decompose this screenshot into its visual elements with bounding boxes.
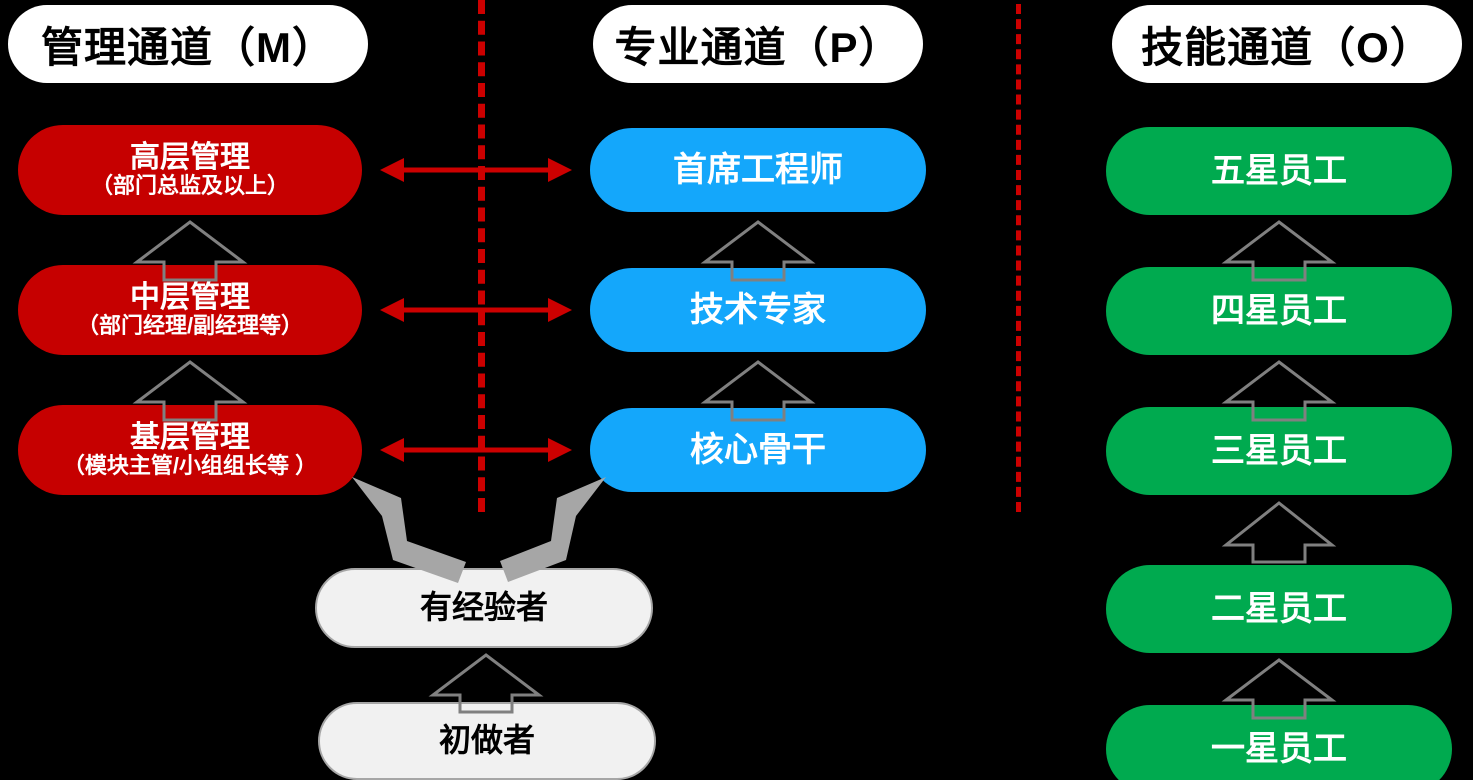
double-headed-horizontal-arrow-icon [380, 158, 572, 182]
node-entry-experienced[interactable]: 有经验者 [315, 568, 653, 648]
node-title: 三星员工 [1211, 431, 1347, 470]
header-skill-label: 技能通道（O） [1141, 23, 1433, 71]
header-management-label: 管理通道（M） [41, 23, 335, 71]
node-title: 技术专家 [690, 290, 826, 329]
up-arrow-icon [1221, 501, 1337, 564]
node-title: 四星员工 [1211, 291, 1347, 330]
node-title: 中层管理 [130, 280, 250, 314]
node-professional-tech-expert[interactable]: 技术专家 [590, 268, 926, 352]
node-title: 五星员工 [1211, 151, 1347, 190]
node-title: 核心骨干 [690, 430, 826, 469]
node-professional-core-backbone[interactable]: 核心骨干 [590, 408, 926, 492]
node-title: 初做者 [438, 722, 535, 759]
node-professional-chief-engineer[interactable]: 首席工程师 [590, 128, 926, 212]
node-skill-three-star[interactable]: 三星员工 [1106, 407, 1452, 495]
double-headed-horizontal-arrow-icon [380, 438, 572, 462]
node-skill-five-star[interactable]: 五星员工 [1106, 127, 1452, 215]
node-title: 一星员工 [1211, 729, 1347, 768]
node-title: 有经验者 [419, 589, 548, 626]
header-management-track: 管理通道（M） [8, 5, 368, 83]
node-management-junior[interactable]: 基层管理 （模块主管/小组组长等 ） [18, 405, 362, 495]
node-title: 二星员工 [1211, 589, 1347, 628]
diagonal-arrow-icon [500, 477, 606, 582]
divider-professional-skill [1016, 4, 1021, 512]
node-subtitle: （部门经理/副经理等） [76, 313, 304, 339]
node-skill-four-star[interactable]: 四星员工 [1106, 267, 1452, 355]
node-title: 首席工程师 [673, 150, 843, 189]
header-professional-label: 专业通道（P） [614, 23, 902, 71]
node-subtitle: （模块主管/小组组长等 ） [62, 453, 318, 479]
header-professional-track: 专业通道（P） [593, 5, 923, 83]
node-title: 高层管理 [130, 140, 250, 174]
node-entry-beginner[interactable]: 初做者 [318, 702, 656, 780]
node-management-middle[interactable]: 中层管理 （部门经理/副经理等） [18, 265, 362, 355]
node-subtitle: （部门总监及以上） [90, 173, 289, 199]
node-title: 基层管理 [130, 420, 250, 454]
node-management-senior[interactable]: 高层管理 （部门总监及以上） [18, 125, 362, 215]
header-skill-track: 技能通道（O） [1112, 5, 1462, 83]
divider-management-professional [478, 0, 485, 512]
node-skill-two-star[interactable]: 二星员工 [1106, 565, 1452, 653]
double-headed-horizontal-arrow-icon [380, 298, 572, 322]
node-skill-one-star[interactable]: 一星员工 [1106, 705, 1452, 780]
